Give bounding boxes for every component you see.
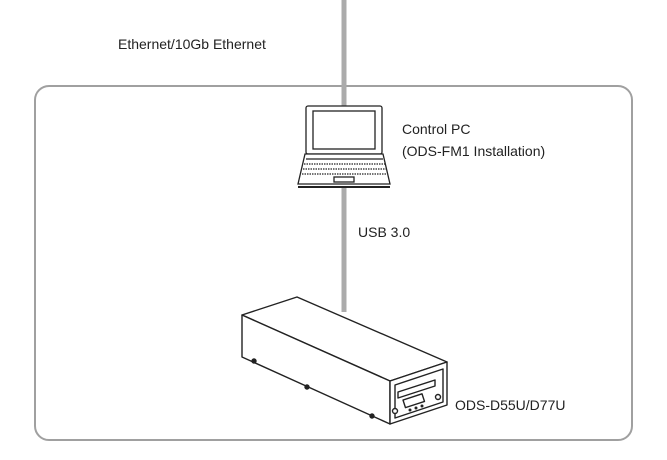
laptop-icon [297,105,391,188]
network-label: Ethernet/10Gb Ethernet [118,36,266,52]
control-pc-label: Control PC [402,121,471,137]
system-frame [34,85,633,441]
usb-label: USB 3.0 [358,224,411,240]
control-pc-sublabel: (ODS-FM1 Installation) [402,143,546,159]
device-label: ODS-D55U/D77U [455,397,566,413]
ods-drive-unit-icon [241,296,448,425]
